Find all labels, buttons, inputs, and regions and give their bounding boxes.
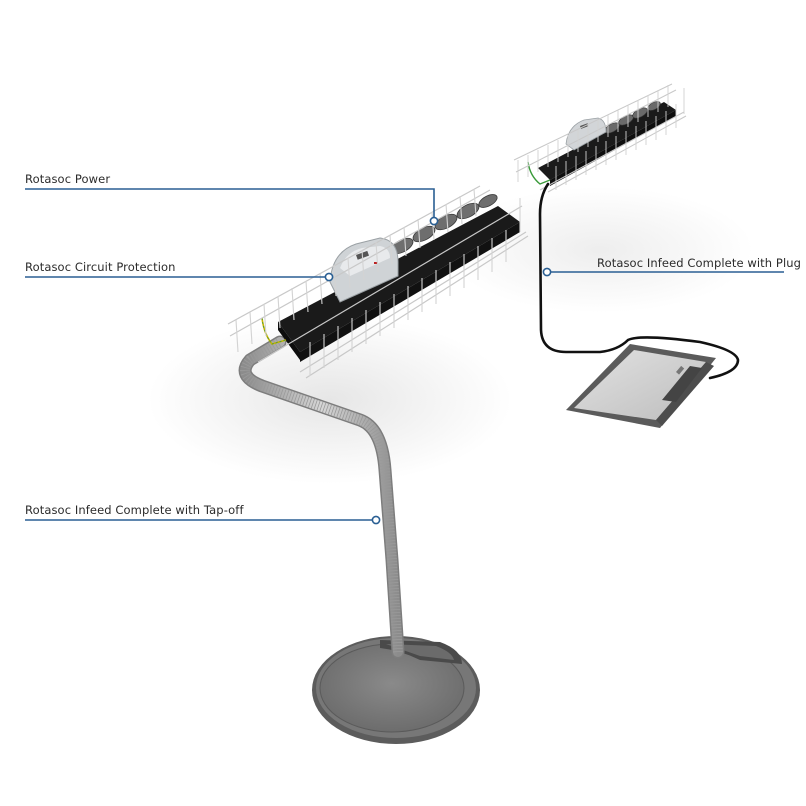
basket-verticals bbox=[235, 188, 521, 376]
floor-box-plate bbox=[566, 344, 716, 428]
leader-line-power bbox=[25, 188, 435, 217]
callout-rotasoc-infeed-tapoff: Rotasoc Infeed Complete with Tap-off bbox=[25, 503, 244, 517]
leader-lines bbox=[25, 188, 784, 521]
flexible-conduit bbox=[238, 335, 405, 659]
endpoint-circuit-protection-icon bbox=[324, 272, 334, 282]
endpoint-infeed-plug-icon bbox=[542, 267, 552, 277]
wire-basket-tray-right bbox=[513, 83, 687, 193]
desk-grommet bbox=[312, 636, 480, 744]
callout-rotasoc-circuit-protection: Rotasoc Circuit Protection bbox=[25, 260, 176, 274]
callout-rotasoc-power: Rotasoc Power bbox=[25, 172, 111, 186]
wire-basket-tray-left bbox=[227, 185, 529, 379]
leader-endpoints bbox=[324, 216, 552, 525]
endpoint-power-icon bbox=[429, 216, 439, 226]
black-power-cable bbox=[538, 182, 740, 380]
callout-rotasoc-infeed-plug: Rotasoc Infeed Complete with Plug bbox=[597, 256, 802, 270]
endpoint-infeed-tapoff-icon bbox=[371, 515, 381, 525]
